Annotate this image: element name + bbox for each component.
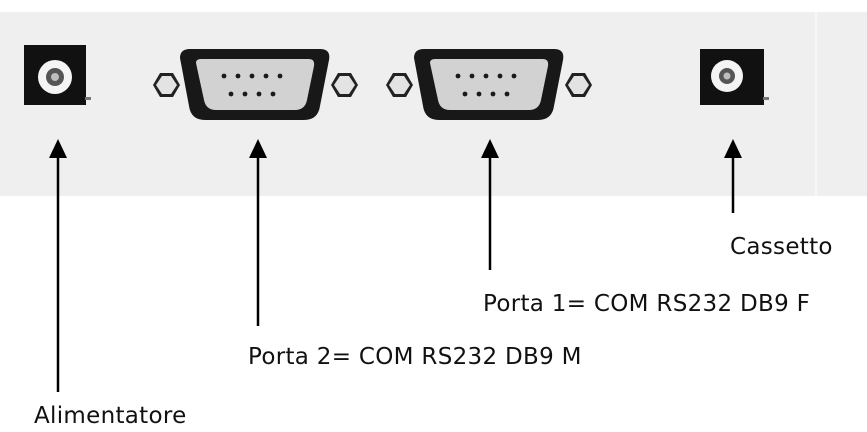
db9-female-connector-icon: [386, 49, 592, 120]
panel-edge: [815, 12, 817, 196]
hex-screw-icon: [565, 73, 592, 97]
dc-power-jack-icon: [24, 45, 91, 105]
arrow-drawer: [724, 139, 742, 213]
hex-screw-icon: [331, 73, 358, 97]
arrow-up-icon: [49, 139, 67, 158]
db9-male-connector-icon: [153, 49, 358, 120]
hex-screw-icon: [153, 73, 180, 97]
arrow-port2: [249, 139, 267, 326]
arrow-up-icon: [724, 139, 742, 158]
arrow-power: [49, 139, 67, 392]
port2-label: Porta 2= COM RS232 DB9 M: [248, 344, 582, 370]
hex-screw-icon: [386, 73, 413, 97]
cash-drawer-label: Cassetto: [730, 234, 833, 260]
rj-drawer-jack-icon: [700, 49, 769, 105]
port1-label: Porta 1= COM RS232 DB9 F: [483, 291, 811, 317]
power-supply-label: Alimentatore: [34, 403, 187, 429]
arrow-up-icon: [249, 139, 267, 158]
arrow-port1: [481, 139, 499, 270]
arrow-up-icon: [481, 139, 499, 158]
